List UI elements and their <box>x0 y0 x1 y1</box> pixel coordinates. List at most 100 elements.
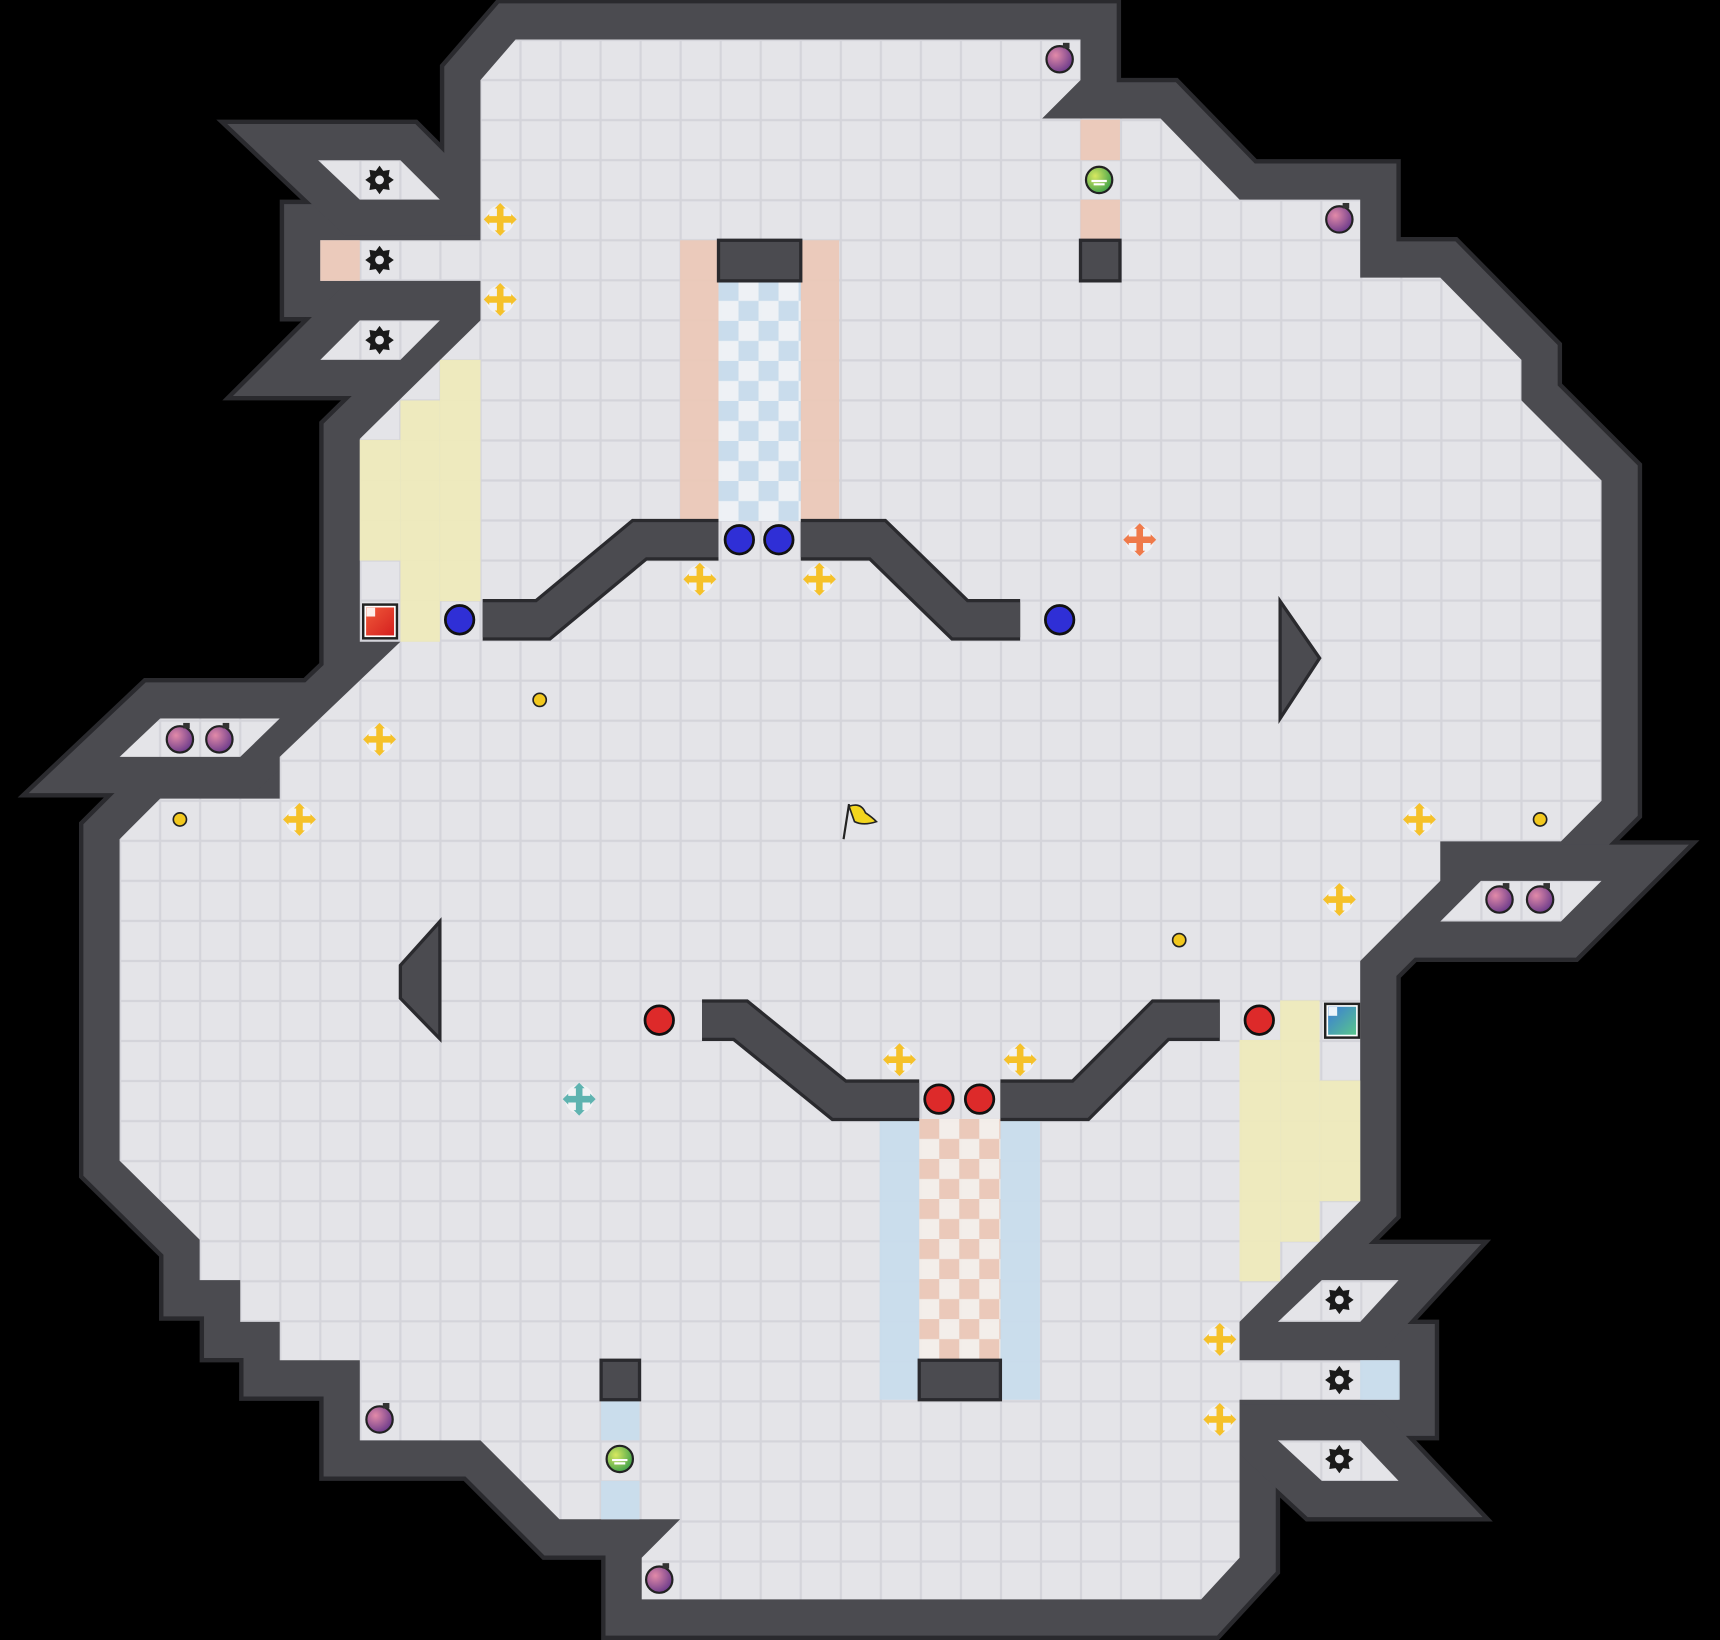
bomb-body <box>205 725 234 754</box>
bomb-icon <box>365 1403 394 1434</box>
spike-gear-icon <box>1325 1365 1354 1395</box>
item-layer <box>165 42 1555 1594</box>
bomb-icon <box>205 722 234 754</box>
boost-arrow <box>390 733 396 745</box>
flag-cloth <box>847 804 878 825</box>
boost-arrow <box>511 294 517 305</box>
boost-arrow <box>1150 534 1157 546</box>
boost-arrow <box>374 750 386 756</box>
bomb-body <box>365 1405 394 1434</box>
boost-arrow <box>494 283 506 289</box>
red-team-tile <box>1080 199 1120 241</box>
blue-ball-icon <box>1044 604 1076 636</box>
boost-arrow <box>894 1043 905 1049</box>
boost-arrow <box>1031 1054 1037 1066</box>
boost-bar <box>1136 526 1144 553</box>
wall-triangle <box>1278 595 1322 725</box>
boost-plus-icon <box>363 722 396 756</box>
blue-team-lane <box>1000 1118 1040 1400</box>
boost-plus-icon <box>283 802 316 836</box>
boost-plus-icon <box>1203 1403 1237 1436</box>
boost-plus-icon <box>1003 1043 1037 1077</box>
yellow-dot-icon <box>532 692 548 708</box>
spike-gear-icon <box>1325 1285 1354 1315</box>
boost-arrow <box>483 294 490 305</box>
red-boost-plus-icon <box>1123 523 1157 557</box>
bomb-fuse <box>1502 883 1510 889</box>
boost-arrow <box>910 1054 916 1066</box>
flag-tile-corner <box>1328 1007 1338 1016</box>
bomb-fuse <box>1062 42 1070 49</box>
boost-bar <box>376 726 383 753</box>
bomb-fuse <box>222 722 230 729</box>
boost-arrow <box>494 310 506 316</box>
boost-bar <box>496 206 504 233</box>
boost-bar <box>1216 1406 1224 1433</box>
boost-arrow <box>310 813 316 825</box>
red-team-lane <box>800 240 840 522</box>
bomb-icon <box>165 722 195 754</box>
inner-wall <box>702 1002 920 1118</box>
spike-hub <box>1334 1375 1344 1385</box>
powerup-stripe <box>612 1458 628 1465</box>
red-ball-icon <box>923 1083 955 1115</box>
blue-team-lane <box>879 1118 920 1400</box>
boost-bar <box>1336 886 1343 913</box>
blue-ball-icon <box>443 604 476 636</box>
blue-team-tile <box>1360 1360 1400 1400</box>
boost-arrow <box>293 802 305 809</box>
boost-arrow <box>494 202 506 209</box>
boost-arrow <box>363 733 369 745</box>
boost-plus-icon <box>683 562 717 596</box>
wall-block <box>599 1358 642 1402</box>
blue-team-tile <box>601 1399 640 1441</box>
inner-wall <box>800 522 1021 638</box>
boost-arrow <box>710 573 717 585</box>
spike-hub <box>375 175 384 185</box>
yellow-zone <box>1280 1000 1320 1242</box>
red-ball-icon <box>1243 1004 1275 1036</box>
inner-wall-layer <box>398 238 1322 1402</box>
boost-arrow <box>802 573 809 585</box>
powerup-icon <box>605 1444 635 1474</box>
bomb-body <box>1045 45 1074 74</box>
inner-wall <box>482 522 719 638</box>
bomb-fuse <box>183 722 190 729</box>
boost-bar <box>696 566 704 593</box>
red-ball-icon <box>963 1083 996 1115</box>
boost-arrow <box>1230 1413 1237 1425</box>
boost-arrow <box>483 213 490 225</box>
yellow-dot-icon <box>1532 812 1548 827</box>
boost-arrow <box>1214 1350 1226 1356</box>
boost-arrow <box>1430 813 1436 825</box>
boost-arrow <box>1134 523 1146 529</box>
bomb-fuse <box>382 1403 390 1409</box>
boost-bar <box>896 1046 903 1073</box>
flag-tile-corner <box>366 607 376 617</box>
bomb-icon <box>645 1563 674 1594</box>
spike-hub <box>1334 1454 1344 1464</box>
boost-bar <box>575 1086 583 1113</box>
boost-arrow <box>1003 1054 1010 1066</box>
boost-arrow <box>1413 802 1425 809</box>
boost-arrow <box>1333 910 1345 916</box>
bomb-icon <box>1525 883 1555 914</box>
boost-plus-icon <box>483 283 517 316</box>
boost-arrow <box>494 230 506 236</box>
boost-arrow <box>1214 1430 1226 1436</box>
boost-bar <box>1416 806 1423 833</box>
boost-plus-icon <box>1203 1322 1237 1356</box>
niche-floor <box>1440 880 1602 922</box>
boost-arrow <box>1322 894 1329 906</box>
wall-block <box>1078 238 1122 283</box>
yellow-zone <box>1319 1080 1361 1202</box>
bomb-body <box>1325 205 1354 234</box>
boost-arrow <box>1014 1043 1026 1049</box>
boost-arrow <box>573 1082 585 1089</box>
spike-gear-icon <box>365 325 394 355</box>
blue-gate-checker <box>718 280 801 522</box>
yellow-zone <box>359 439 401 561</box>
spike-hub <box>375 255 384 265</box>
boost-arrow <box>562 1093 569 1105</box>
boost-arrow <box>1203 1413 1209 1425</box>
